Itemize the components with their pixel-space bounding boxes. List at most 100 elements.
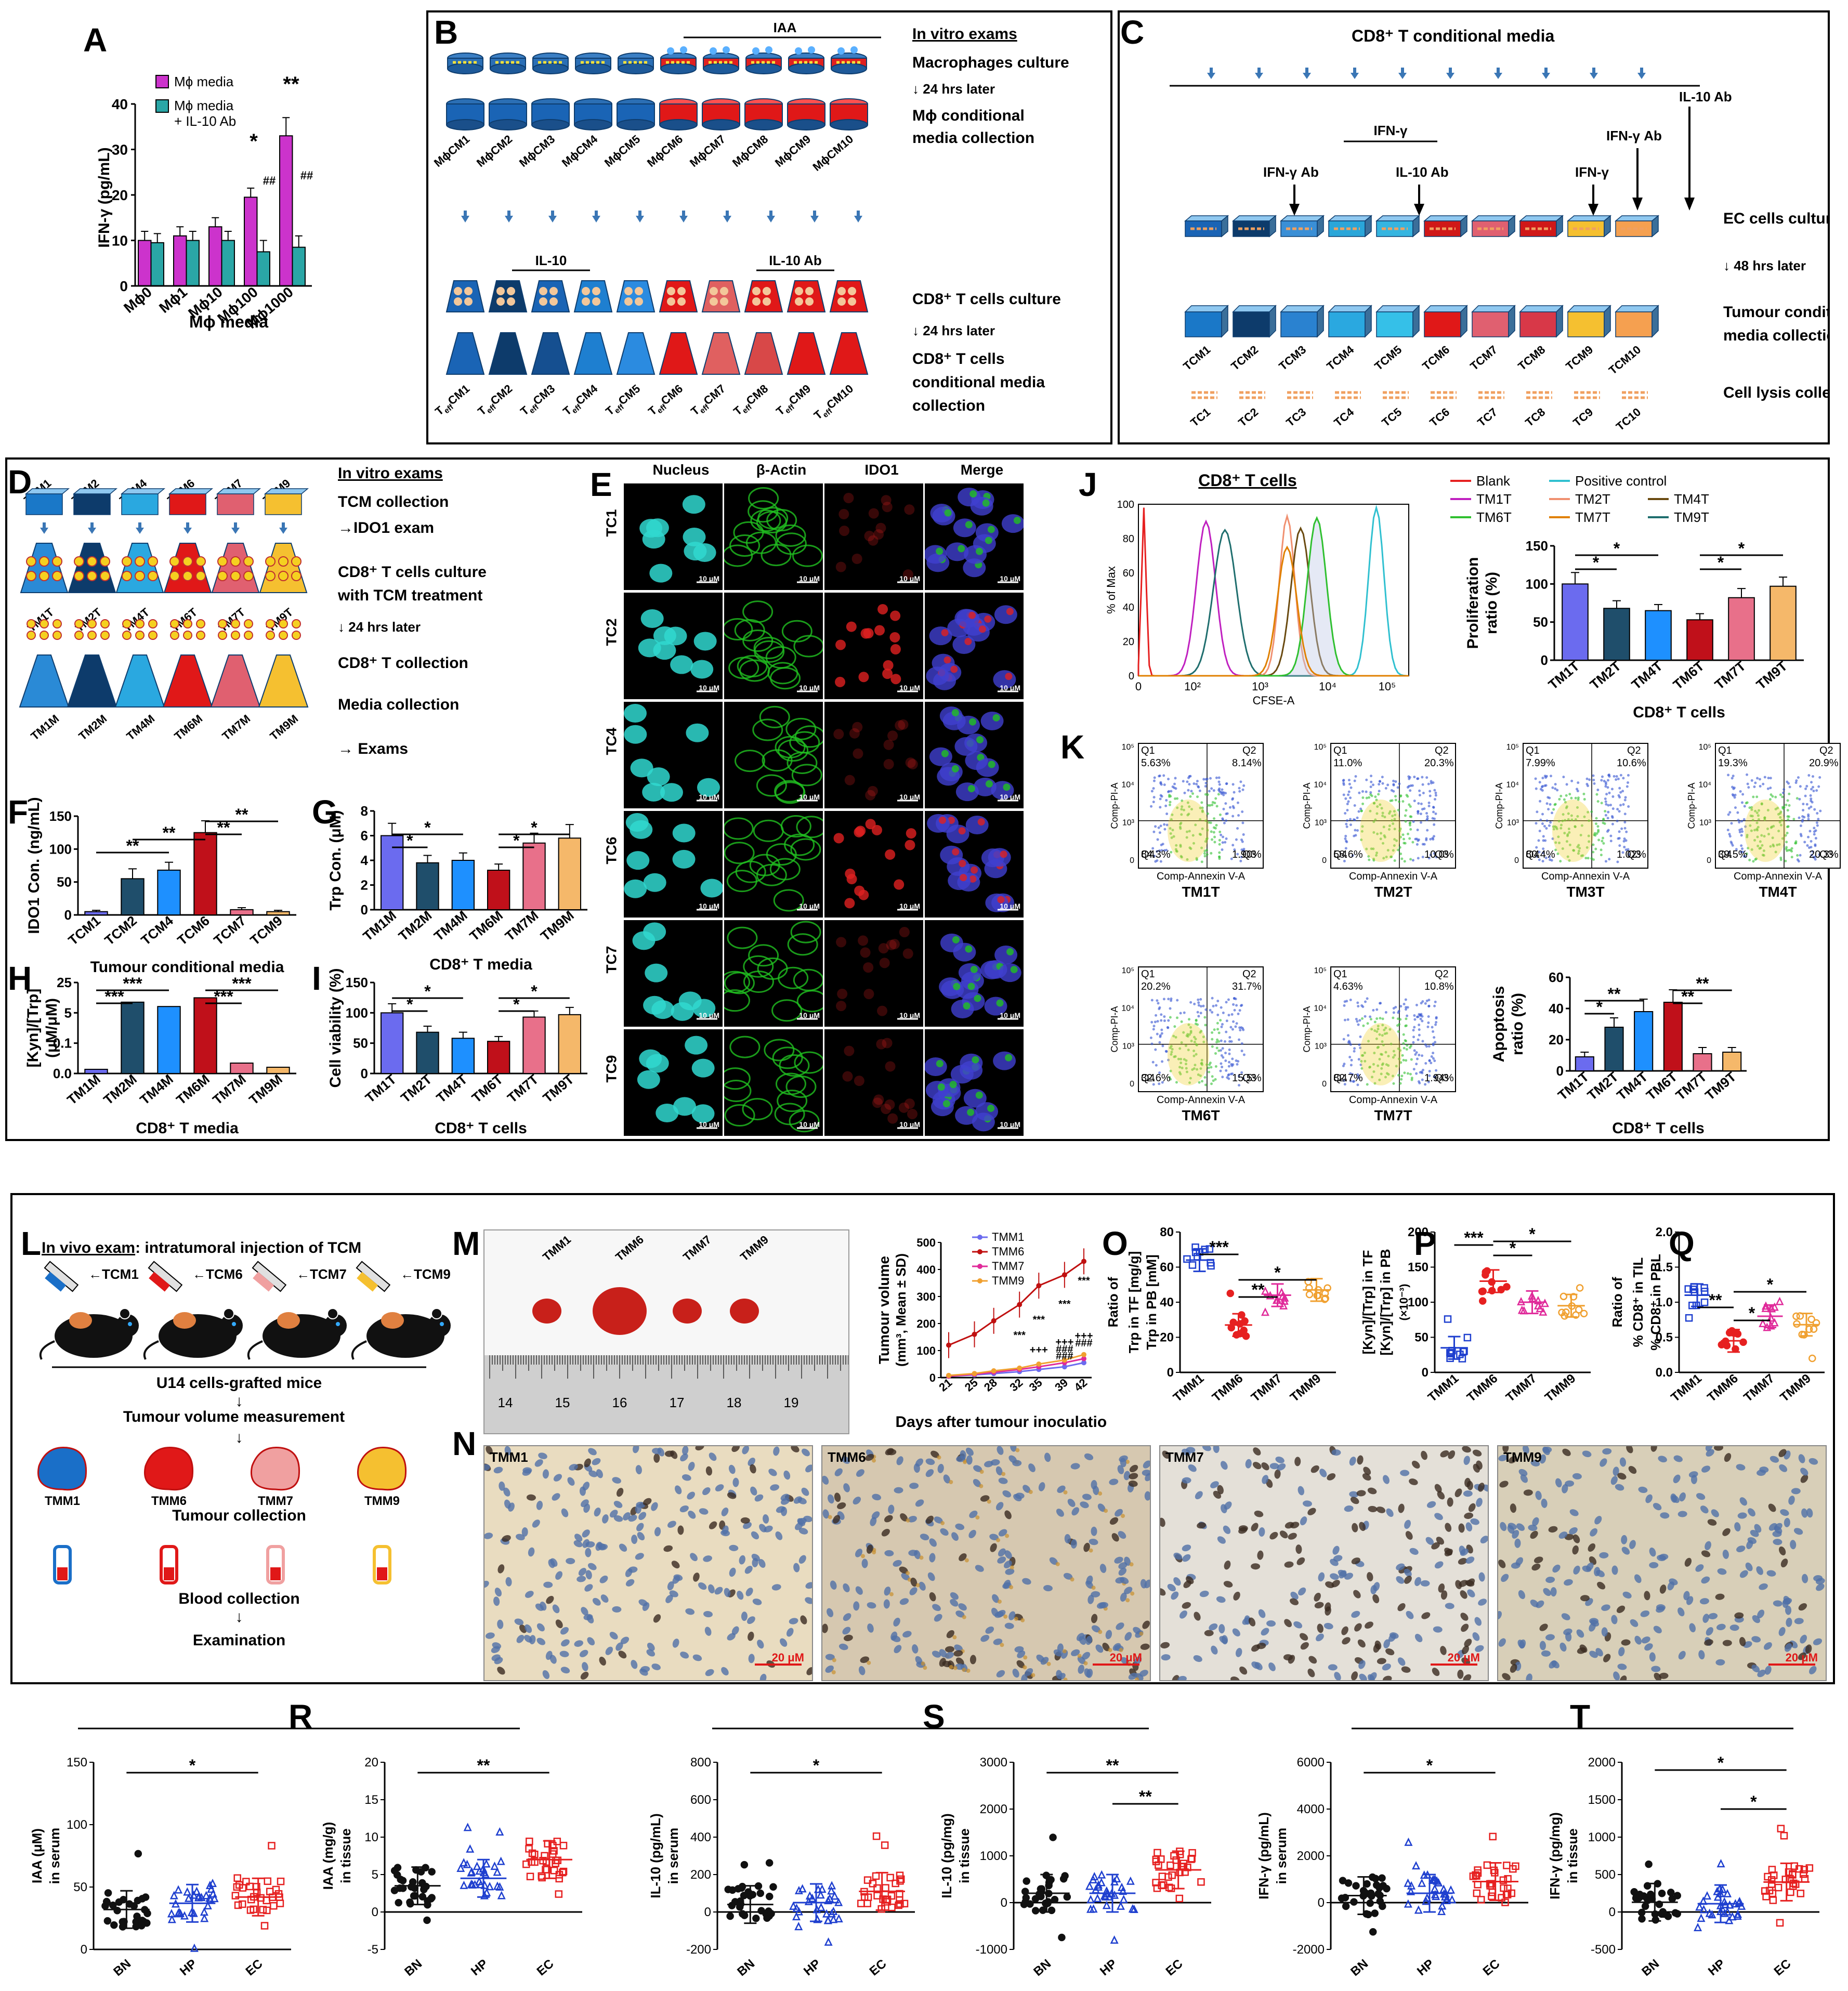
svg-s2-point <box>1128 1904 1137 1913</box>
svg-g-ytick: 2 <box>361 877 368 893</box>
svg-r1-point <box>276 1900 284 1907</box>
k-ytick: 10⁴ <box>1314 781 1327 790</box>
svg-h-sig: *** <box>232 974 252 993</box>
n-scalebar-label: 20 μM <box>1785 1651 1818 1664</box>
svg-jb-xtick: TM6T <box>1670 658 1707 693</box>
svg-g-xtick: TM7M <box>502 908 542 944</box>
k-xlabel: Comp-Annexin V-A <box>1349 1094 1438 1106</box>
svg-r2-point <box>456 1863 465 1872</box>
svg-p-ylabel2: [Kyn]/[Trp] in PB <box>1378 1249 1393 1355</box>
e-micrograph: 10 μM <box>824 1029 923 1136</box>
panel-letter-j: J <box>1079 466 1097 503</box>
svg-t2-point <box>1637 1908 1646 1917</box>
svg-s1-xtick: HP <box>801 1957 823 1979</box>
svg-r2-point <box>463 1823 472 1831</box>
svg-r2-point <box>495 1827 504 1836</box>
m-ytick: 500 <box>916 1236 936 1249</box>
svg-r2-point <box>424 1897 431 1905</box>
c-tc-label: TC3 <box>1283 405 1308 429</box>
k-ytick: 0 <box>1130 1080 1134 1089</box>
d-t5: with TCM treatment <box>337 587 482 604</box>
k-quadrant-value: 10.0% <box>1424 849 1454 860</box>
svg-q-ytick: 0.0 <box>1656 1366 1673 1380</box>
b-row3a: Mϕ conditional <box>912 107 1025 124</box>
svg-jb-xtick: TM2T <box>1587 658 1624 693</box>
m-tumour <box>673 1299 702 1324</box>
svg-o-ytick: 40 <box>1160 1295 1174 1309</box>
k-ylabel: Comp-PI-A <box>1109 782 1120 829</box>
e-micrograph: 10 μM <box>724 483 823 590</box>
svg-s2-ylabel1: IL-10 (pg/mg) <box>939 1813 954 1898</box>
svg-q-point <box>1759 1318 1767 1327</box>
svg-s1-point <box>740 1892 748 1900</box>
svg-g-xlabel: CD8⁺ T media <box>429 956 532 973</box>
frame-b <box>426 10 1112 444</box>
svg-r2-point <box>394 1864 402 1871</box>
svg-r1-point <box>133 1913 141 1920</box>
svg-s1-point <box>740 1861 749 1869</box>
svg-t2-point <box>1725 1916 1734 1924</box>
k-xlabel: Comp-Annexin V-A <box>1541 871 1630 882</box>
svg-q-point <box>1810 1325 1818 1333</box>
d-tmm-label: TM4M <box>124 712 157 743</box>
svg-s1-point <box>765 1892 774 1901</box>
m-legend: TMM6 <box>992 1245 1024 1258</box>
d-tmm-label: TM9M <box>267 712 300 743</box>
svg-t1-point <box>1437 1906 1446 1915</box>
d-t7: CD8⁺ T collection <box>338 654 468 672</box>
panel-letter-q: Q <box>1669 1225 1695 1262</box>
b-tcell-flask2 <box>573 332 613 375</box>
svg-s1-point <box>789 1901 798 1910</box>
svg-kb-xtick: TM4T <box>1614 1069 1650 1104</box>
k-ytick: 10⁴ <box>1121 1004 1134 1013</box>
svg-p-point <box>1479 1287 1487 1295</box>
k-flow-plot: Q15.63%Q28.14%Q31.90%Q484.3%10⁵10⁴10³0Co… <box>1109 743 1264 900</box>
svg-s2-xtick: EC <box>1163 1957 1186 1979</box>
svg-h-xtick: TM2M <box>100 1071 140 1108</box>
svg-t1-xtick: BN <box>1348 1957 1371 1979</box>
svg-g-sig: * <box>424 818 431 837</box>
l-tumour <box>144 1446 194 1491</box>
k-plot-name: TM1T <box>1182 884 1220 900</box>
svg-kb-bar <box>1634 1011 1654 1071</box>
l-mice: U14 cells-grafted mice <box>156 1374 322 1392</box>
svg-jb-bar <box>1603 608 1630 661</box>
a-bar <box>244 197 258 286</box>
svg-t1-point <box>1412 1861 1421 1870</box>
svg-jb-sig: * <box>1718 553 1724 572</box>
k-ylabel: Comp-PI-A <box>1302 782 1312 829</box>
panel-letter-c: C <box>1120 14 1145 51</box>
svg-t1-point <box>1369 1928 1377 1936</box>
k-ytick: 0 <box>1322 856 1327 865</box>
svg-jb-sig: * <box>1614 539 1620 558</box>
svg-h-xtick: TM4M <box>137 1071 176 1108</box>
svg-t1-point <box>1503 1891 1512 1898</box>
k-quadrant-label: Q1 <box>1141 968 1155 980</box>
e-scalebar-label: 10 μM <box>799 902 820 910</box>
svg-s2-ytick: 3000 <box>980 1756 1007 1770</box>
e-micrograph: 10 μM <box>925 811 1024 918</box>
svg-s1-ytick: 0 <box>704 1905 711 1919</box>
svg-s1-ytick: -200 <box>686 1943 711 1957</box>
svg-jb-ytick: 50 <box>1533 614 1548 630</box>
svg-o-ytick: 60 <box>1160 1261 1174 1275</box>
svg-t1-point <box>1363 1880 1371 1888</box>
svg-r2-point <box>393 1871 401 1879</box>
svg-h-ytick: 0.0 <box>53 1066 72 1081</box>
b-teff-label: TeffCM7 <box>688 382 729 420</box>
svg-s1-point <box>834 1914 843 1923</box>
b-tcell-flask <box>445 280 485 312</box>
k-quadrant-value: 1.94% <box>1424 1072 1454 1084</box>
l-step4: Examination <box>193 1632 285 1649</box>
svg-s2-sig: ** <box>1106 1756 1119 1775</box>
d-tcm-box <box>73 493 111 515</box>
svg-r2-point <box>473 1862 481 1870</box>
svg-t2-point <box>1788 1870 1797 1878</box>
svg-i-xlabel: CD8⁺ T cells <box>435 1120 527 1137</box>
k-quadrant-value: 10.8% <box>1424 981 1454 992</box>
svg-q-ylabel1: % CD8⁺ in TIL <box>1630 1258 1646 1347</box>
svg-q-ylabel3: Ratio of <box>1609 1277 1625 1327</box>
m-point <box>1017 1365 1023 1371</box>
